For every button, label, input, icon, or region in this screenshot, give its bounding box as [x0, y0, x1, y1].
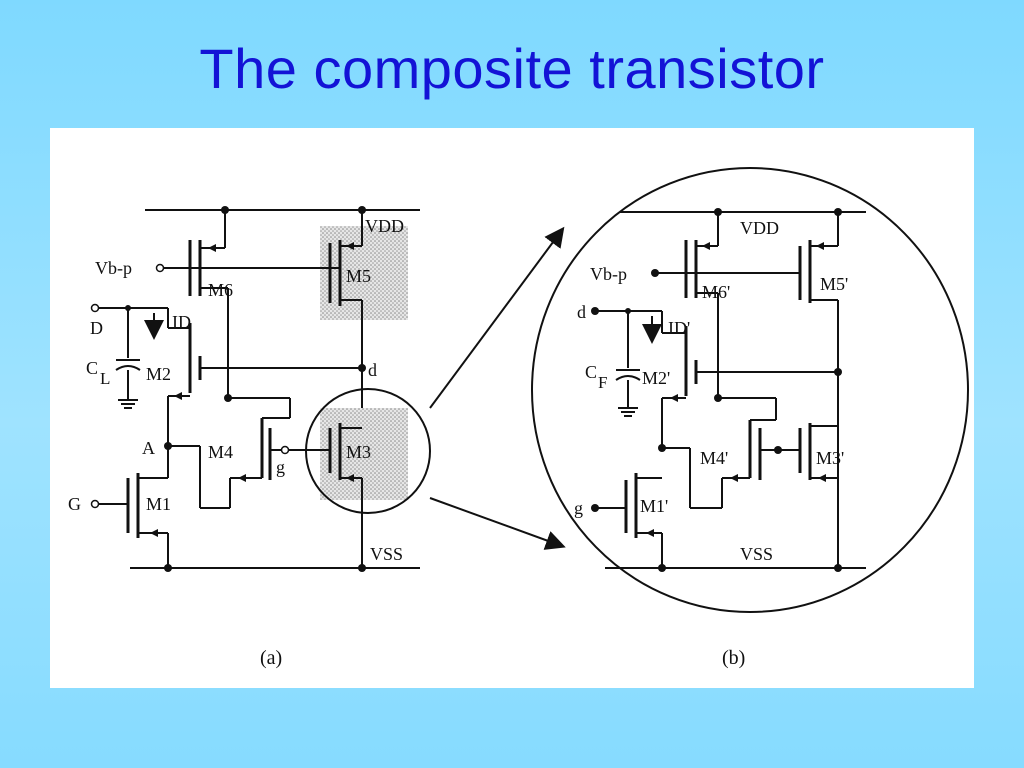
transistor-m1: [126, 446, 169, 568]
transistor-m1-prime: [624, 473, 663, 568]
transistor-m2: [167, 323, 202, 446]
m1-label-b: M1': [640, 496, 668, 516]
d-pin-label-b: d: [577, 302, 586, 322]
m5-label-a: M5: [346, 266, 371, 286]
caption-a: (a): [260, 647, 282, 669]
d-node-label-a: d: [368, 360, 377, 380]
G-pin-label-a: G: [68, 494, 81, 514]
vdd-label-a: VDD: [365, 216, 404, 236]
transistor-m6: [188, 210, 229, 398]
figure-panel: VDD VSS Vb-p M6 M5 ID D C L M2 d A M4 g …: [50, 128, 974, 688]
slide-title: The composite transistor: [199, 37, 825, 100]
m2-label-b: M2': [642, 368, 670, 388]
magnify-circle-a: [305, 388, 431, 514]
id-label-b: ID': [668, 318, 690, 338]
zoom-arrow-top: [429, 226, 565, 409]
transistor-m3: [328, 423, 363, 568]
transistor-m3-prime: [798, 423, 838, 482]
A-node-label-a: A: [142, 438, 155, 458]
f-label-b: F: [598, 373, 607, 392]
m6-label-a: M6: [208, 280, 233, 300]
caption-b: (b): [722, 647, 745, 669]
m4-label-a: M4: [208, 442, 233, 462]
g-node-label-a: g: [276, 457, 285, 477]
c-label-a: C: [86, 358, 98, 378]
transistor-m6-prime: [684, 212, 719, 398]
schematic-b: VDD VSS Vb-p M6' M5' d ID' C F M2' M4' M…: [531, 167, 969, 669]
l-label-a: L: [100, 369, 110, 388]
transistor-m4: [199, 418, 272, 509]
m1-label-a: M1: [146, 494, 171, 514]
vbp-pin-a: [155, 263, 165, 273]
vss-label-a: VSS: [370, 544, 403, 564]
m3-label-a: M3: [346, 442, 371, 462]
magnify-circle-b: [531, 167, 969, 613]
transistor-m5-prime: [798, 212, 839, 568]
vss-label-b: VSS: [740, 544, 773, 564]
m2-label-a: M2: [146, 364, 171, 384]
id-label-a: ID: [172, 312, 191, 332]
schematic-a: VDD VSS Vb-p M6 M5 ID D C L M2 d A M4 g …: [68, 206, 431, 669]
circuit-diagram: VDD VSS Vb-p M6 M5 ID D C L M2 d A M4 g …: [68, 167, 969, 669]
vdd-label-b: VDD: [740, 218, 779, 238]
c-label-b: C: [585, 362, 597, 382]
vbp-label-b: Vb-p: [590, 264, 627, 284]
transistor-m4-prime: [721, 419, 776, 508]
g-pin-label-b: g: [574, 498, 583, 518]
vbp-label-a: Vb-p: [95, 258, 132, 278]
zoom-arrow-bottom: [429, 497, 566, 550]
m4-label-b: M4': [700, 448, 728, 468]
m6-label-b: M6': [702, 282, 730, 302]
m5-label-b: M5': [820, 274, 848, 294]
m3-shade: [320, 408, 408, 500]
D-pin-label-a: D: [90, 318, 103, 338]
m3-label-b: M3': [816, 448, 844, 468]
m5-shade: [320, 226, 408, 320]
transistor-m5: [328, 210, 363, 408]
